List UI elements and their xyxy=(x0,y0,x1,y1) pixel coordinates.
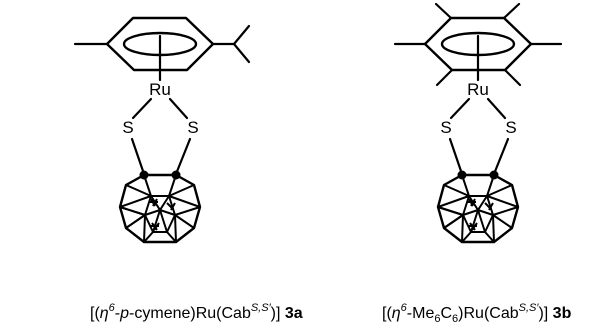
ru-s-right-bond-3b xyxy=(486,97,507,120)
ru-s-left-bond-3b xyxy=(449,97,471,120)
s-c-left-bond-3a xyxy=(130,137,146,176)
isopropyl-branch-up-3a xyxy=(232,24,251,46)
methyl-bond-3-3b xyxy=(434,2,453,20)
methyl-bond-6-3b xyxy=(503,68,522,87)
sulfur-left-label-3b: S xyxy=(440,118,451,137)
carborane-cage-3a xyxy=(118,173,202,244)
ruthenium-label-3b: Ru xyxy=(467,80,489,99)
ruthenium-label-3a: Ru xyxy=(149,80,171,99)
s-c-right-bond-3a xyxy=(174,137,192,176)
sulfur-right-label-3b: S xyxy=(505,118,516,137)
sulfur-left-label-3a: S xyxy=(122,118,133,137)
s-c-right-bond-3b xyxy=(492,137,510,176)
isopropyl-branch-down-3a xyxy=(232,42,251,64)
ru-s-left-bond-3a xyxy=(131,97,153,120)
carbon-atom-right-3b xyxy=(489,170,499,180)
carborane-cage-3b xyxy=(436,173,520,244)
compound-3b: Ru S S xyxy=(393,2,563,244)
carbon-atom-left-3a xyxy=(139,170,149,180)
methyl-bond-5-3b xyxy=(435,68,454,87)
caption-3a: [(η6-p-cymene)Ru(CabS,S′)] 3a xyxy=(90,302,303,322)
carbon-atom-right-3a xyxy=(171,170,181,180)
ru-s-right-bond-3a xyxy=(168,97,189,120)
carbon-atom-left-3b xyxy=(457,170,467,180)
caption-3b: [(η6-Me6C6)Ru(CabS,S′)] 3b xyxy=(382,302,572,325)
compound-3a: Ru S S xyxy=(73,16,251,244)
sulfur-right-label-3a: S xyxy=(187,118,198,137)
methyl-bond-4-3b xyxy=(502,2,521,20)
s-c-left-bond-3b xyxy=(448,137,464,176)
